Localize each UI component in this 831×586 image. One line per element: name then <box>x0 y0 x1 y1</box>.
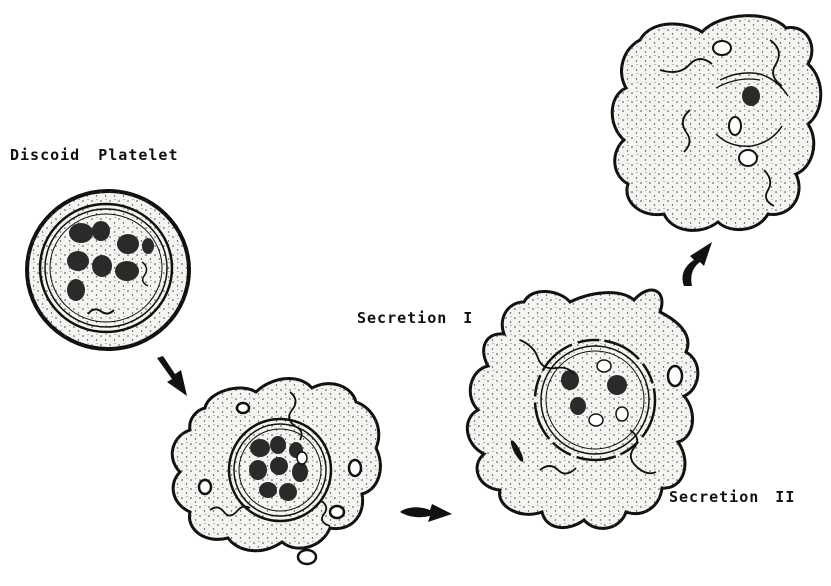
secretion-1-label: Secretion I <box>357 309 473 327</box>
secretion-2-label: Secretion II <box>669 488 795 506</box>
early-activated-platelet <box>172 378 380 564</box>
arrow-icon <box>682 242 712 286</box>
arrow-icon <box>400 504 452 522</box>
discoid-platelet-cell <box>27 191 189 349</box>
secreting-platelet <box>467 290 698 528</box>
spread-platelet <box>612 16 821 231</box>
arrow-icon <box>157 356 187 396</box>
discoid-platelet-label: Discoid Platelet <box>10 146 179 164</box>
